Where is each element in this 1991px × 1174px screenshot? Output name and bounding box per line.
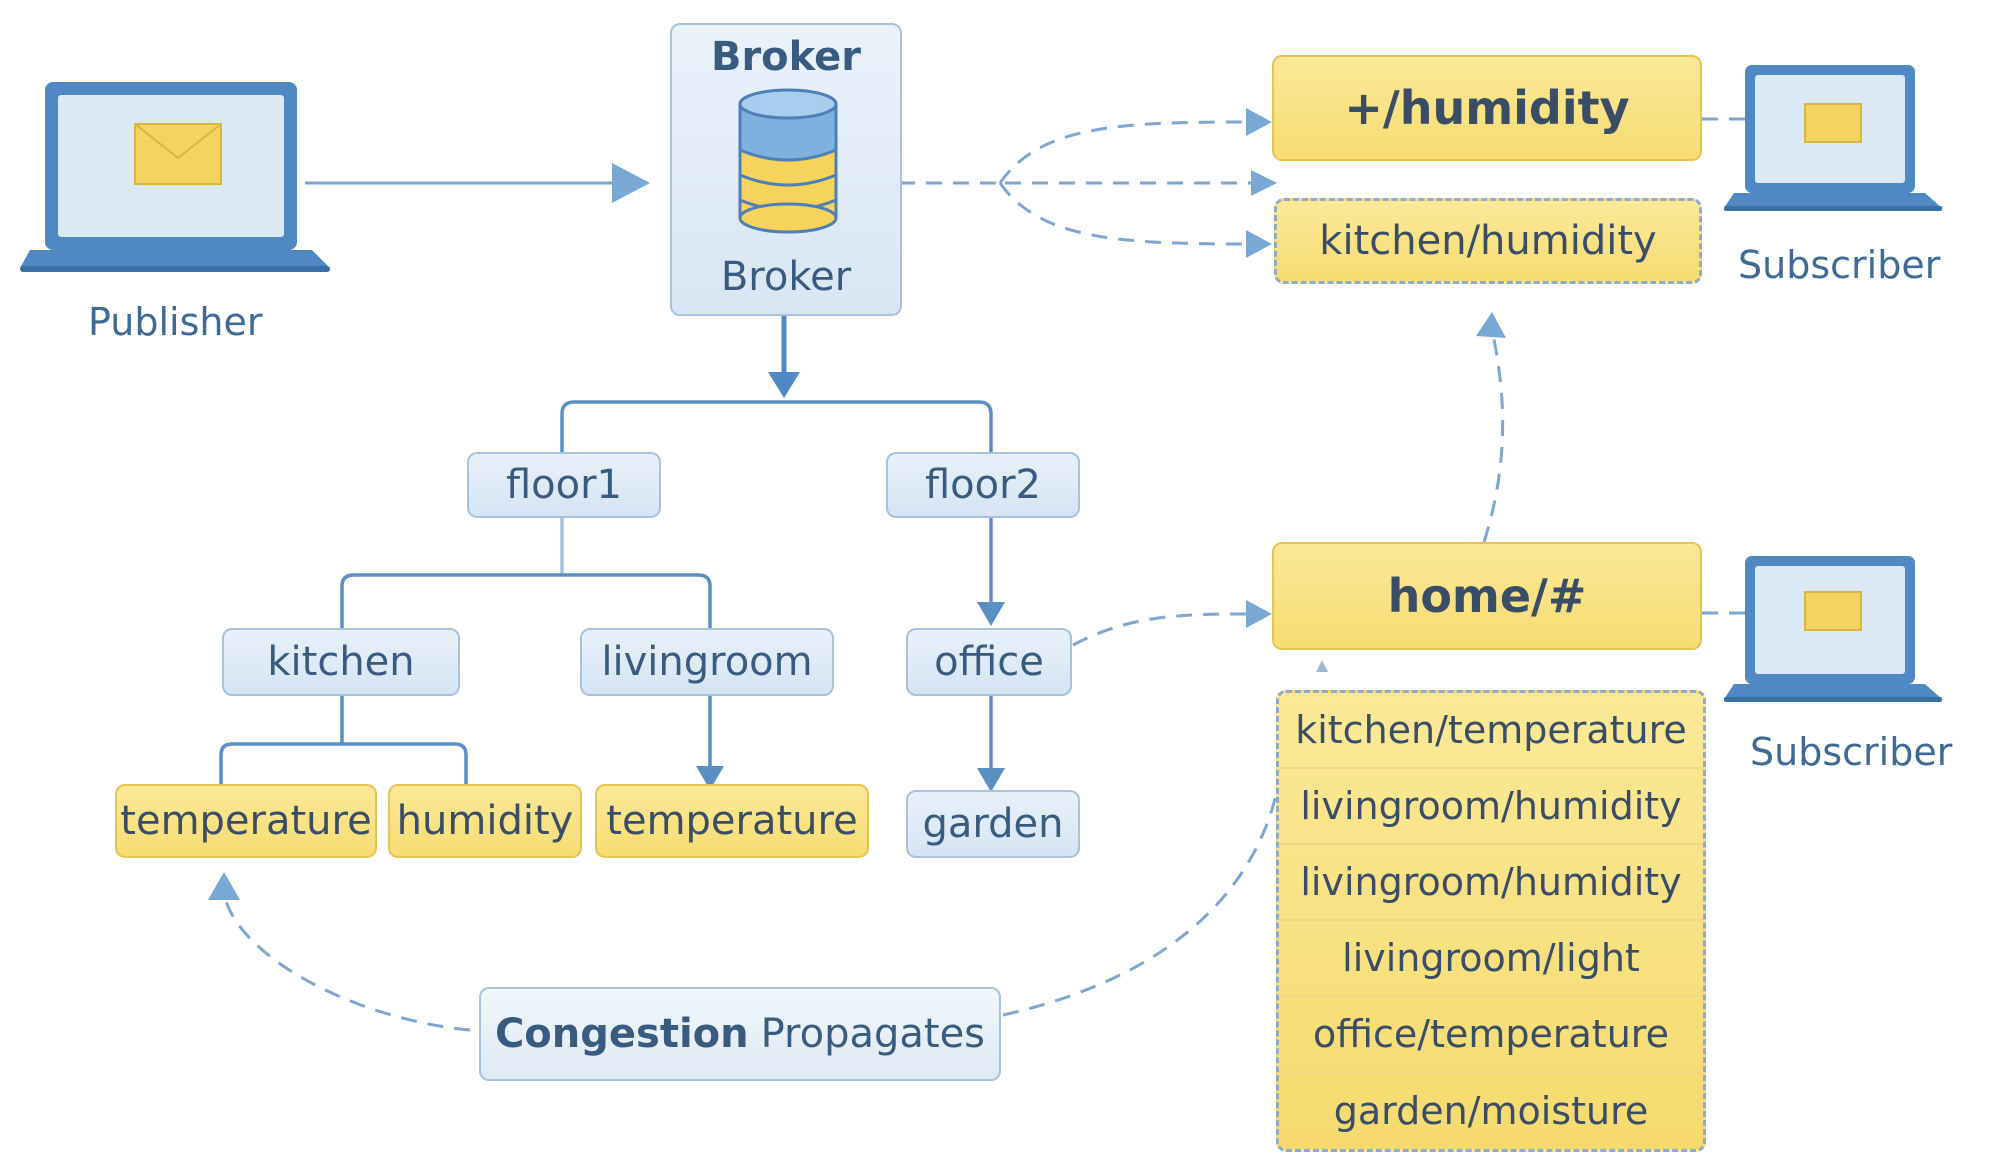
list-item: livingroom/humidity: [1279, 845, 1703, 921]
tree-node-office: office: [906, 628, 1072, 696]
list-item: office/temperature: [1279, 997, 1703, 1073]
publisher-laptop-icon: [20, 82, 330, 272]
congestion-left-connector: [222, 894, 471, 1032]
list-item: garden/moisture: [1333, 1089, 1649, 1133]
subscription-plus-humidity: +/humidity: [1272, 55, 1702, 161]
congestion-right-connector: [1002, 794, 1278, 1017]
tree-node-floor1: floor1: [467, 452, 661, 518]
broker-label: Broker: [720, 254, 852, 300]
congestion-bold-text: Congestion: [494, 1011, 749, 1057]
subscription-home-hash: home/#: [1272, 542, 1702, 650]
tree-leaf-livingroom-temperature: temperature: [595, 784, 869, 858]
subscriber-label: Subscriber: [1750, 730, 1953, 774]
congestion-propagates-box: Congestion Propagates: [479, 987, 1001, 1081]
tree-node-floor2: floor2: [886, 452, 1080, 518]
subscription-kitchen-humidity: kitchen/humidity: [1274, 198, 1702, 284]
tree-node-livingroom: livingroom: [580, 628, 834, 696]
list-item: livingroom/humidity: [1279, 769, 1703, 845]
broker-title: Broker: [710, 34, 862, 80]
subscriber-laptop-icon: [1724, 556, 1942, 702]
broker-fanout-connectors: [845, 117, 1745, 615]
topic-tree-connectors: [219, 400, 993, 784]
tree-node-garden: garden: [906, 790, 1080, 858]
publisher-label: Publisher: [88, 300, 263, 344]
office-to-home-connector: [1072, 612, 1251, 647]
tree-leaf-kitchen-humidity: humidity: [388, 784, 582, 858]
home-to-subscriptions-connector: [1482, 329, 1505, 543]
congestion-text: Propagates: [760, 1011, 986, 1057]
tree-leaf-kitchen-temperature: temperature: [115, 784, 377, 858]
tree-node-kitchen: kitchen: [222, 628, 460, 696]
subscriber-laptop-icon: [1724, 65, 1942, 211]
list-item: livingroom/light: [1279, 921, 1703, 997]
list-item: kitchen/temperature: [1279, 693, 1703, 769]
subscriber-label: Subscriber: [1738, 243, 1941, 287]
